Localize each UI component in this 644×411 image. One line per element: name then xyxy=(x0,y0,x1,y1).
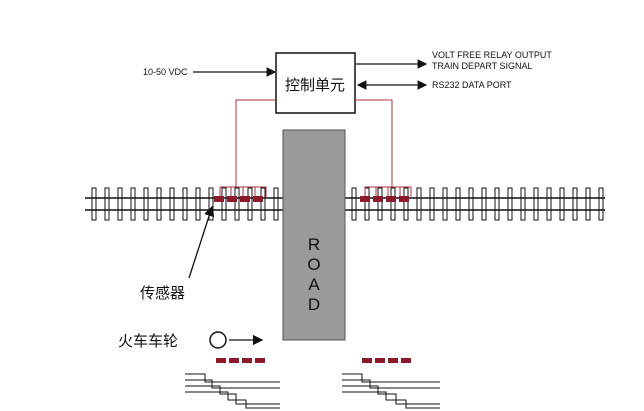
sleeper xyxy=(182,187,188,221)
sleeper xyxy=(390,187,396,221)
sleeper xyxy=(598,187,604,221)
road-letter: O xyxy=(307,255,320,274)
sleeper xyxy=(416,187,422,221)
rs232-label: RS232 DATA PORT xyxy=(432,80,512,90)
sleeper xyxy=(377,187,383,221)
railway-track xyxy=(85,187,605,221)
sensor-pointer-arrow xyxy=(188,205,215,279)
sensor-element xyxy=(229,358,239,363)
power-input-label: 10-50 VDC xyxy=(143,67,188,77)
relay-output-label: VOLT FREE RELAY OUTPUT xyxy=(432,50,552,60)
lower-right-sensor-row xyxy=(362,358,411,363)
sleeper xyxy=(364,187,370,221)
road xyxy=(282,129,346,341)
road-letter: A xyxy=(308,275,320,294)
sensor-element xyxy=(255,358,265,363)
sleeper xyxy=(91,187,97,221)
right-sensor-harness xyxy=(364,186,412,198)
train-depart-label: TRAIN DEPART SIGNAL xyxy=(432,61,533,71)
wheel-label: 火车车轮 xyxy=(118,332,178,350)
right-sensor-group xyxy=(360,196,409,202)
sleeper xyxy=(585,187,591,221)
sensor-element xyxy=(360,196,370,202)
sleeper xyxy=(234,187,240,221)
sleeper xyxy=(481,187,487,221)
sleeper xyxy=(130,187,136,221)
sensor-element xyxy=(214,196,224,202)
sleeper xyxy=(260,187,266,221)
sleeper xyxy=(429,187,435,221)
sensor-element xyxy=(227,196,237,202)
sleeper xyxy=(273,187,279,221)
sleeper xyxy=(104,187,110,221)
sleeper xyxy=(117,187,123,221)
sleeper xyxy=(507,187,513,221)
road-letter: D xyxy=(308,295,320,314)
sensor-element xyxy=(242,358,252,363)
left-sensor-group xyxy=(214,196,263,202)
sensor-element xyxy=(362,358,372,363)
sensor-element xyxy=(373,196,383,202)
sleeper xyxy=(351,187,357,221)
sleeper xyxy=(559,187,565,221)
road-letter: R xyxy=(308,235,320,254)
sensor-element xyxy=(401,358,411,363)
sleeper xyxy=(403,187,409,221)
sleeper xyxy=(533,187,539,221)
sleeper xyxy=(247,187,253,221)
left-sensor-wire xyxy=(235,99,276,187)
sleeper xyxy=(156,187,162,221)
sleeper xyxy=(208,187,214,221)
sensor-label: 传感器 xyxy=(140,284,185,302)
lower-left-sensor-row xyxy=(216,358,265,363)
sleeper xyxy=(455,187,461,221)
sleeper xyxy=(468,187,474,221)
sensor-element xyxy=(375,358,385,363)
control-unit-box xyxy=(275,52,356,114)
sensor-element xyxy=(386,196,396,202)
sleeper xyxy=(572,187,578,221)
sleeper xyxy=(442,187,448,221)
sleeper xyxy=(520,187,526,221)
left-sensor-harness xyxy=(219,186,267,198)
control-unit-label: 控制单元 xyxy=(285,76,345,94)
sensor-element xyxy=(388,358,398,363)
sensor-element xyxy=(216,358,226,363)
sleeper xyxy=(169,187,175,221)
right-sensor-wire xyxy=(355,99,393,187)
sleeper xyxy=(221,187,227,221)
sleeper xyxy=(143,187,149,221)
left-signal-waveforms xyxy=(185,373,280,409)
right-signal-waveforms xyxy=(342,373,440,409)
sensor-element xyxy=(240,196,250,202)
sleeper xyxy=(195,187,201,221)
wheel-icon xyxy=(209,331,227,349)
sensor-element xyxy=(253,196,263,202)
sensor-element xyxy=(399,196,409,202)
sleeper xyxy=(546,187,552,221)
sleeper xyxy=(494,187,500,221)
